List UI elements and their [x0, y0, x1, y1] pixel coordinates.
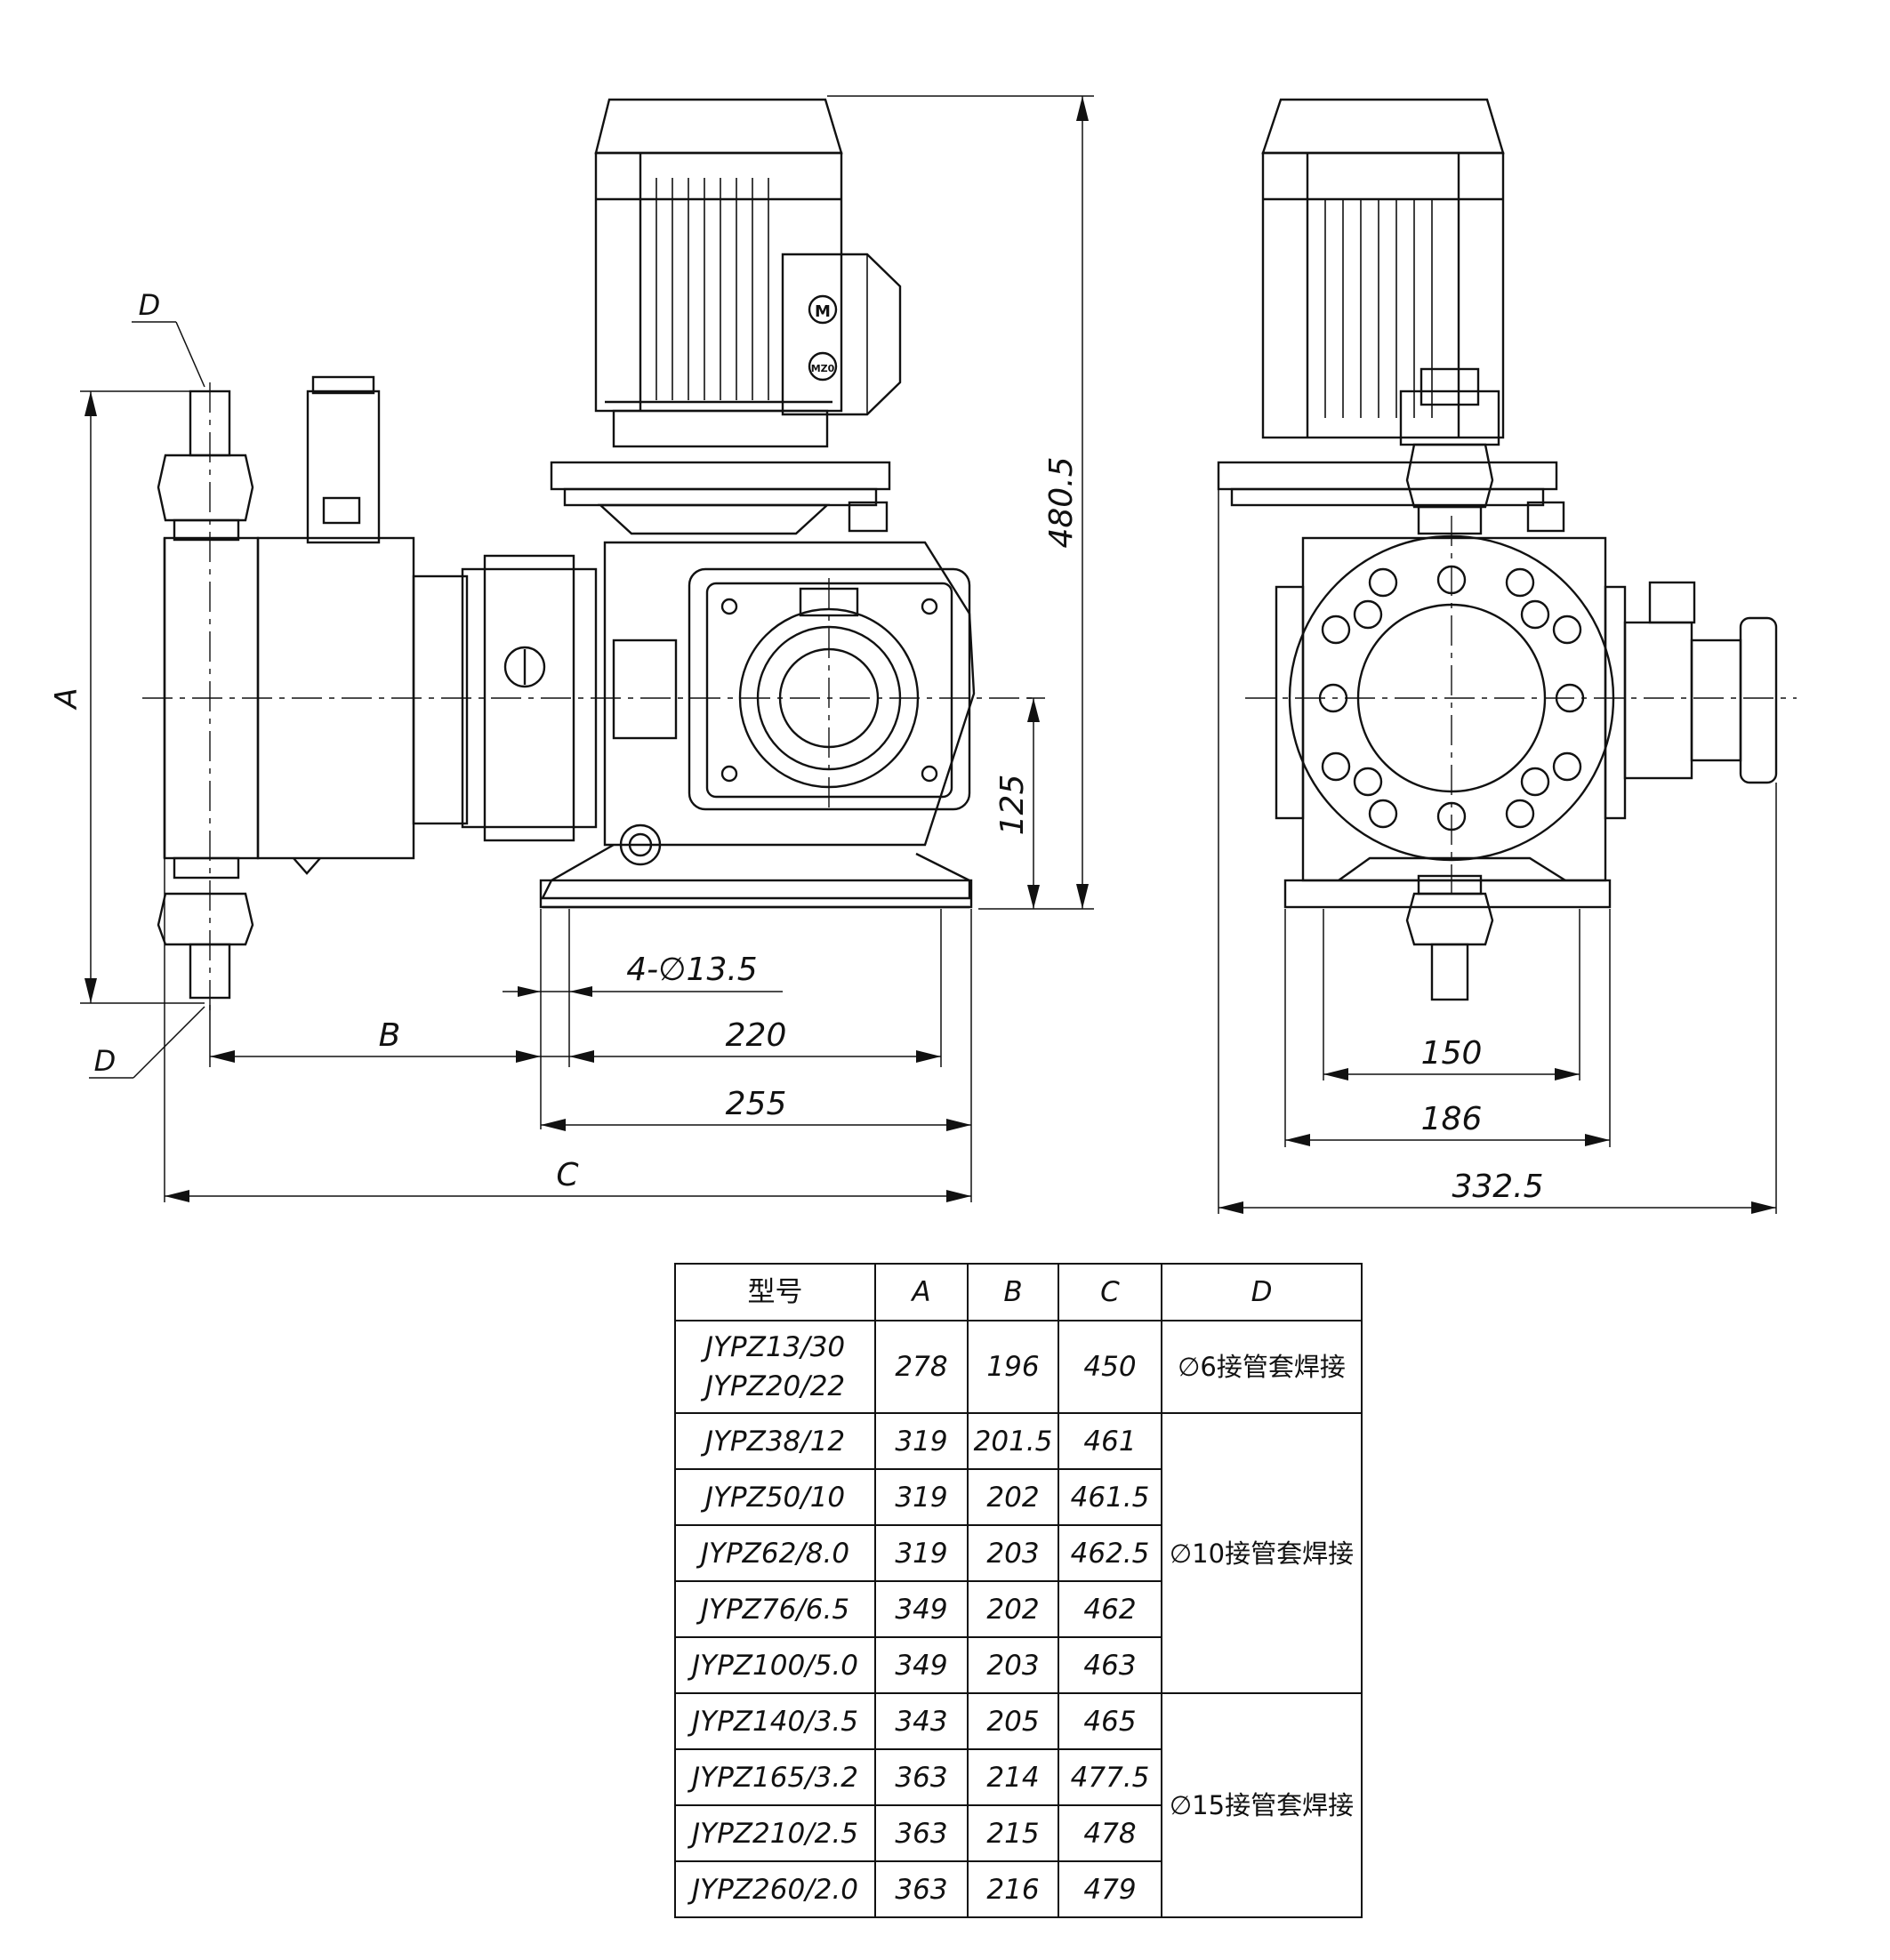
- model-spec-table: 型号 A B C D JYPZ13/30 JYPZ20/22 278 196 4…: [674, 1263, 1363, 1918]
- dim-255: 255: [541, 1086, 971, 1131]
- motor-mark-mz: MZ0: [811, 363, 835, 374]
- dim-220-label: 220: [726, 1017, 787, 1054]
- dim-overall-height: 480.5: [827, 95, 1094, 910]
- table-row: JYPZ50/10 319 202 461.5: [674, 1468, 1362, 1526]
- dim-186-label: 186: [1421, 1101, 1483, 1137]
- table-row: JYPZ62/8.0 319 203 462.5: [674, 1524, 1362, 1582]
- model-cell: JYPZ62/8.0: [674, 1524, 876, 1582]
- c-cell: 461: [1058, 1412, 1162, 1470]
- model-cell: JYPZ38/12: [674, 1412, 876, 1470]
- table-row: JYPZ260/2.0 363 216 479: [674, 1860, 1362, 1918]
- motor-front: M MZ0: [550, 98, 902, 535]
- dim-125-label: 125: [994, 775, 1031, 836]
- a-cell: 363: [874, 1860, 969, 1918]
- header-d: D: [1161, 1263, 1363, 1321]
- a-cell: 349: [874, 1580, 969, 1638]
- valve-side: [1399, 367, 1500, 1001]
- c-cell: 479: [1058, 1860, 1162, 1918]
- b-cell: 196: [967, 1320, 1059, 1414]
- leader-d-top: D: [132, 288, 205, 388]
- table-row: JYPZ100/5.0 349 203 463: [674, 1636, 1362, 1694]
- dim-a-label: A: [49, 687, 84, 710]
- dim-b: B: [210, 1017, 569, 1063]
- b-cell: 201.5: [967, 1412, 1059, 1470]
- a-cell: 278: [874, 1320, 969, 1414]
- table-row: JYPZ13/30 JYPZ20/22 278 196 450 ∅6接管套焊接: [674, 1320, 1363, 1414]
- model-cell: JYPZ260/2.0: [674, 1860, 876, 1918]
- c-cell: 465: [1058, 1692, 1162, 1750]
- b-cell: 216: [967, 1860, 1059, 1918]
- front-view: M MZ0: [49, 95, 1094, 1202]
- header-c: C: [1058, 1263, 1162, 1321]
- d-cell: ∅6接管套焊接: [1161, 1320, 1363, 1414]
- a-cell: 349: [874, 1636, 969, 1694]
- a-cell: 319: [874, 1468, 969, 1526]
- model-cell: JYPZ100/5.0: [674, 1636, 876, 1694]
- table-row: JYPZ210/2.5 363 215 478: [674, 1804, 1362, 1862]
- model-cell: JYPZ165/3.2: [674, 1748, 876, 1806]
- model-cell: JYPZ76/6.5: [674, 1580, 876, 1638]
- model-cell: JYPZ140/3.5: [674, 1692, 876, 1750]
- c-cell: 463: [1058, 1636, 1162, 1694]
- gearbox-front: [539, 541, 976, 909]
- dim-332: 332.5: [1218, 1169, 1776, 1214]
- a-cell: 343: [874, 1692, 969, 1750]
- model-cell: JYPZ50/10: [674, 1468, 876, 1526]
- leader-d-bottom: D: [89, 1006, 205, 1079]
- a-cell: 319: [874, 1412, 969, 1470]
- pump-head-front: [157, 375, 598, 1000]
- c-cell: 462.5: [1058, 1524, 1162, 1582]
- label-d-top: D: [139, 288, 161, 322]
- b-cell: 214: [967, 1748, 1059, 1806]
- dim-480-label: 480.5: [1043, 456, 1080, 548]
- dim-c-label: C: [556, 1157, 579, 1193]
- table-row: JYPZ140/3.5 343 205 465 ∅15接管套焊接: [674, 1692, 1363, 1918]
- c-cell: 462: [1058, 1580, 1162, 1638]
- side-view: 150 186 332.5: [1217, 98, 1797, 1214]
- header-b: B: [967, 1263, 1059, 1321]
- header-model: 型号: [674, 1263, 876, 1321]
- dim-150: 150: [1323, 1035, 1580, 1080]
- dim-mount-holes: 4-∅13.5: [503, 952, 783, 997]
- dim-c: C: [165, 1157, 971, 1202]
- b-cell: 203: [967, 1524, 1059, 1582]
- dim-186: 186: [1285, 1101, 1610, 1146]
- dim-b-label: B: [379, 1017, 401, 1054]
- dim-holes-label: 4-∅13.5: [626, 952, 757, 988]
- header-a: A: [874, 1263, 969, 1321]
- pump-dimension-drawing: M MZ0: [49, 95, 1797, 1214]
- b-cell: 202: [967, 1468, 1059, 1526]
- c-cell: 450: [1058, 1320, 1162, 1414]
- model-cell: JYPZ13/30 JYPZ20/22: [674, 1320, 876, 1414]
- gearbox-side: [1275, 534, 1778, 909]
- c-cell: 478: [1058, 1804, 1162, 1862]
- table-row: JYPZ38/12 319 201.5 461 ∅10接管套焊接: [674, 1412, 1363, 1694]
- dim-a: A: [49, 390, 205, 1004]
- table-row: JYPZ165/3.2 363 214 477.5: [674, 1748, 1362, 1806]
- d-cell: ∅15接管套焊接: [1161, 1692, 1363, 1918]
- motor-side: [1217, 98, 1565, 533]
- dim-150-label: 150: [1421, 1035, 1483, 1072]
- a-cell: 363: [874, 1804, 969, 1862]
- motor-mark-m: M: [815, 302, 831, 321]
- b-cell: 215: [967, 1804, 1059, 1862]
- b-cell: 202: [967, 1580, 1059, 1638]
- dim-255-label: 255: [726, 1086, 787, 1122]
- dim-220: 220: [569, 1017, 941, 1063]
- model-cell: JYPZ210/2.5: [674, 1804, 876, 1862]
- dim-shaft-height: 125: [994, 697, 1045, 909]
- b-cell: 205: [967, 1692, 1059, 1750]
- a-cell: 319: [874, 1524, 969, 1582]
- c-cell: 477.5: [1058, 1748, 1162, 1806]
- label-d-bottom: D: [94, 1044, 117, 1078]
- table-row: JYPZ76/6.5 349 202 462: [674, 1580, 1362, 1638]
- table-header-row: 型号 A B C D: [674, 1263, 1363, 1321]
- d-cell: ∅10接管套焊接: [1161, 1412, 1363, 1694]
- a-cell: 363: [874, 1748, 969, 1806]
- b-cell: 203: [967, 1636, 1059, 1694]
- dim-332-label: 332.5: [1452, 1169, 1543, 1205]
- c-cell: 461.5: [1058, 1468, 1162, 1526]
